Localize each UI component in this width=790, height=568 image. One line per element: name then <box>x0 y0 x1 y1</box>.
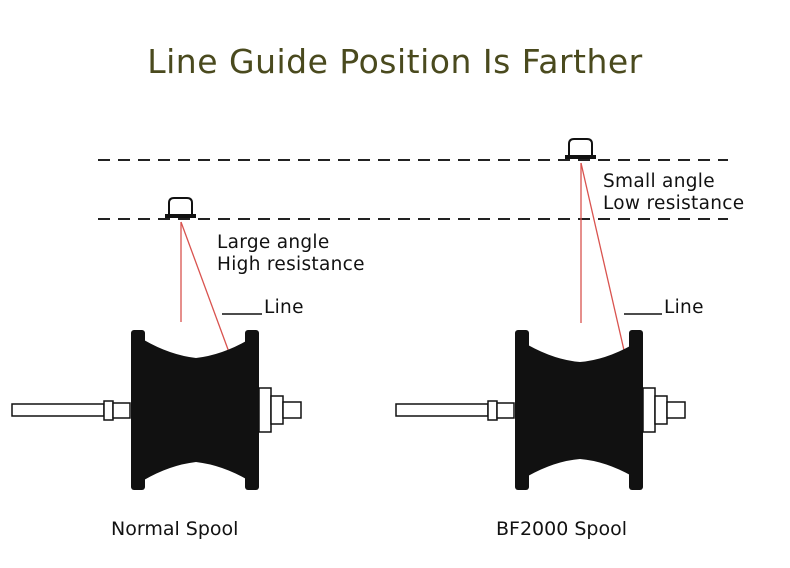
normal-shaft-collar <box>103 400 114 421</box>
normal-left-flange <box>131 330 145 490</box>
bf2000-angled-line <box>580 162 630 373</box>
bf2000-angle-text: Small angle <box>603 171 715 192</box>
normal-hub-nut <box>270 395 284 425</box>
bf2000-shaft-collar <box>487 400 498 421</box>
normal-spool-drum <box>144 340 248 480</box>
bf2000-hub <box>642 387 656 433</box>
bf2000-line-label: Line <box>664 297 704 318</box>
normal-line-guide-icon <box>165 197 196 218</box>
bf2000-hub-tip <box>666 401 686 419</box>
bf2000-spool-group <box>395 138 686 490</box>
normal-hub <box>258 387 272 433</box>
normal-annotation: Large angle High resistance <box>217 232 365 276</box>
bf2000-resistance-text: Low resistance <box>603 193 745 214</box>
bf2000-left-flange <box>515 330 529 490</box>
normal-spool-caption: Normal Spool <box>111 518 239 540</box>
bf2000-annotation: Small angle Low resistance <box>603 171 744 215</box>
normal-shaft-collar-2 <box>112 402 131 419</box>
normal-resistance-text: High resistance <box>217 254 365 275</box>
bf2000-shaft-collar-2 <box>496 402 515 419</box>
normal-shaft <box>11 403 105 417</box>
bf2000-hub-nut <box>654 395 668 425</box>
diagram-title: Line Guide Position Is Farther <box>147 42 643 81</box>
normal-angle-text: Large angle <box>217 232 330 253</box>
bf2000-line-guide-icon <box>565 138 596 159</box>
normal-hub-tip <box>282 401 302 419</box>
normal-line-label: Line <box>264 297 304 318</box>
normal-spool-group <box>11 197 302 490</box>
bf2000-spool-caption: BF2000 Spool <box>496 518 628 540</box>
bf2000-spool-drum <box>528 345 632 476</box>
bf2000-shaft <box>395 403 489 417</box>
normal-right-flange <box>245 330 259 490</box>
bf2000-right-flange <box>629 330 643 490</box>
